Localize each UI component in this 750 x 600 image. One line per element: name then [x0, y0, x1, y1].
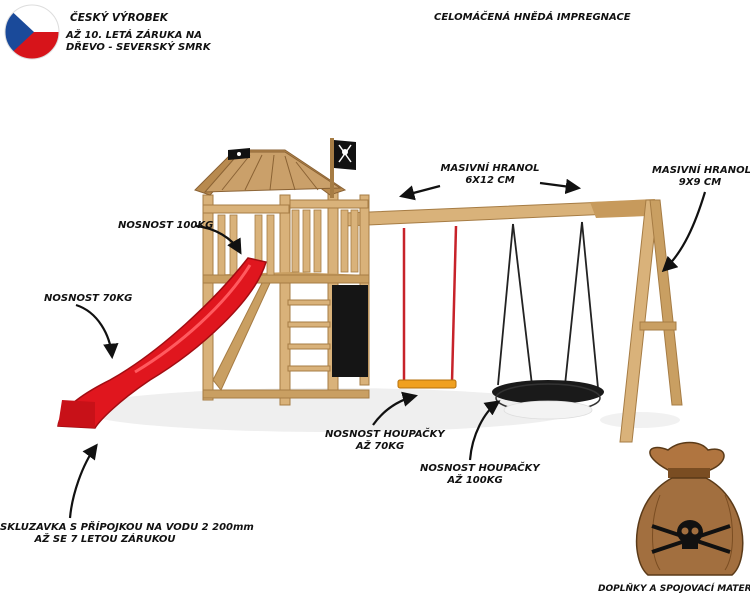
arrow-tower [195, 224, 242, 255]
warranty-line: AŽ 10. LETÁ ZÁRUKA NA [66, 30, 203, 41]
play-tower [194, 138, 370, 406]
red-slide [57, 257, 267, 429]
nest-swing [492, 221, 604, 420]
beam-large-label-line2: 6X12 CM [465, 175, 515, 186]
arrow-slide-desc [68, 443, 98, 519]
accessories-label: DOPLŇKY A SPOJOVACÍ MATERIÁL [598, 584, 750, 594]
origin-title: ČESKÝ VÝROBEK [70, 12, 168, 24]
beam-large-label: MASIVNÍ HRANOL 6X12 CM [440, 163, 540, 187]
slide-load-label: NOSNOST 70KG [44, 293, 133, 304]
beam-large-label-line1: MASIVNÍ HRANOL [440, 163, 540, 174]
arrow-beam-right [539, 178, 582, 195]
czech-flag-icon [4, 4, 60, 60]
slide-description: SKLUZAVKA S PŘÍPOJKOU NA VODU 2 200mm AŽ… [0, 522, 254, 546]
arrow-slide-load [75, 303, 119, 360]
arrow-aframe [661, 191, 707, 273]
wood-type-line: DŘEVO - SEVERSKÝ SMRK [66, 42, 211, 53]
arrow-swing [372, 391, 418, 426]
plank-swing [397, 225, 458, 389]
swing-load-label-line1: NOSNOST HOUPAČKY [325, 429, 445, 440]
skull-crossbones-icon [651, 520, 731, 554]
beam-small-label-line2: 9X9 CM [678, 177, 722, 188]
arrow-beam-left [399, 184, 441, 201]
slide-description-line2: AŽ SE 7 LETOU ZÁRUKOU [34, 534, 176, 545]
annotation-arrows [68, 178, 707, 519]
pirate-flag-icon [334, 140, 356, 170]
nest-load-label-line1: NOSNOST HOUPAČKY [420, 463, 540, 474]
slide-description-line1: SKLUZAVKA S PŘÍPOJKOU NA VODU 2 200mm [0, 522, 254, 533]
swing-load-label: NOSNOST HOUPAČKY AŽ 70KG [325, 429, 445, 453]
arrow-nest [468, 400, 501, 461]
nest-load-label-line2: AŽ 100KG [447, 475, 503, 486]
a-frame [619, 199, 683, 443]
pirate-flag-roof-icon [228, 148, 250, 160]
swing-beam [344, 199, 656, 227]
beam-small-label: MASIVNÍ HRANOL 9X9 CM [652, 165, 750, 189]
impregnation-label: CELOMÁČENÁ HNĚDÁ IMPREGNACE [434, 12, 631, 23]
ground-shadow-aframe [600, 412, 680, 428]
nest-load-label: NOSNOST HOUPAČKY AŽ 100KG [420, 463, 540, 487]
swing-load-label-line2: AŽ 70KG [355, 441, 405, 452]
tower-load-label: NOSNOST 100KG [118, 220, 214, 231]
beam-small-label-line1: MASIVNÍ HRANOL [652, 165, 750, 176]
sack-icon [635, 441, 744, 576]
